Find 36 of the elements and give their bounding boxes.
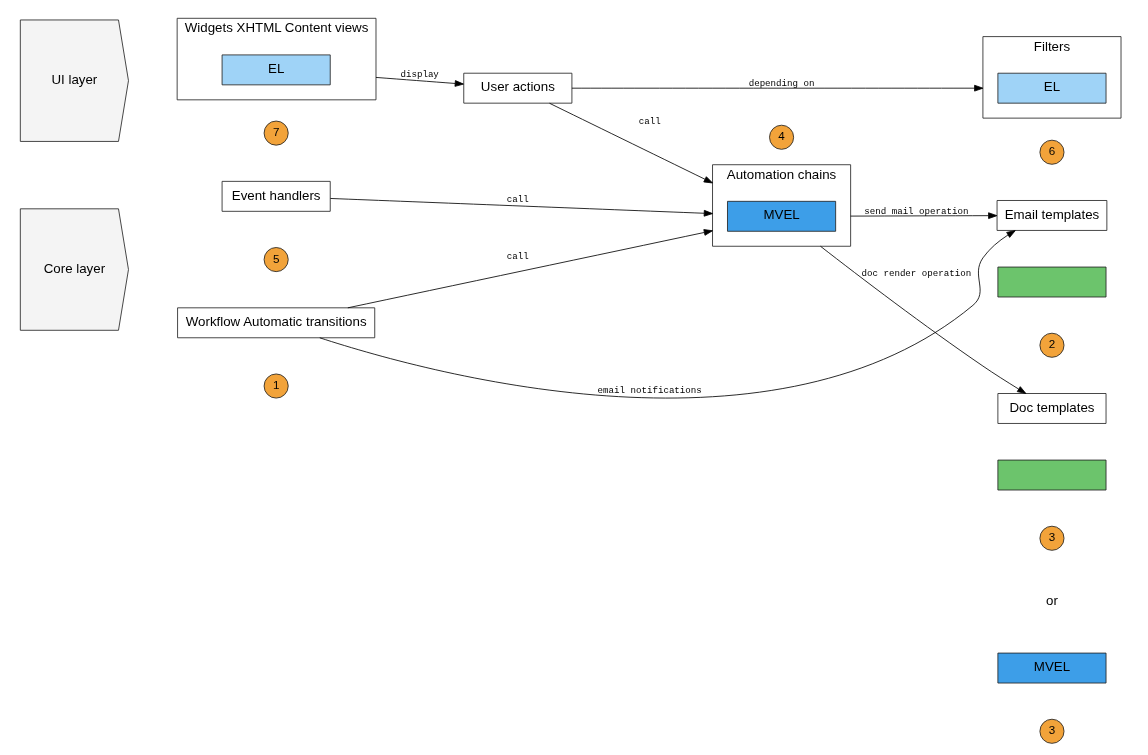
node-box: EL (221, 54, 331, 86)
arrow (319, 230, 1016, 399)
edge-label: call (506, 250, 529, 262)
arrow (820, 245, 1027, 394)
node-box: User actions (463, 72, 573, 104)
arrow (330, 198, 713, 217)
node-box: Workflow Automatic transitions (177, 307, 376, 339)
label: or (1046, 592, 1058, 608)
edge-label: display (400, 69, 439, 81)
arrow (850, 212, 998, 219)
node-circle: 3 (1039, 718, 1065, 744)
node-circle: 4 (769, 124, 795, 150)
node-box: MVEL (997, 652, 1107, 684)
arrow (549, 102, 713, 184)
arrow (375, 77, 464, 87)
arrow (347, 229, 713, 309)
node-circle: 3 (1039, 525, 1065, 551)
edge-label: send mail operation (864, 205, 969, 217)
node-box (997, 266, 1107, 298)
node-circle: 7 (263, 120, 289, 146)
edge-label: call (638, 115, 661, 127)
arrow (571, 84, 984, 92)
node-circle: 2 (1039, 332, 1065, 358)
node-circle: 6 (1039, 139, 1065, 165)
edge-label: call (506, 194, 529, 205)
node-box: Doc templates (997, 393, 1107, 424)
node-box: EL (997, 72, 1107, 104)
node-circle: 5 (263, 247, 289, 273)
node-circle: 1 (263, 373, 289, 399)
node-box: MVEL (727, 200, 837, 232)
edge-label: email notifications (597, 384, 702, 396)
edge-label: depending on (748, 77, 815, 89)
node-box (997, 459, 1107, 491)
node-box: Event handlers (221, 180, 331, 212)
edge-label: doc render operation (861, 268, 972, 280)
node-box: Email templates (996, 200, 1108, 231)
